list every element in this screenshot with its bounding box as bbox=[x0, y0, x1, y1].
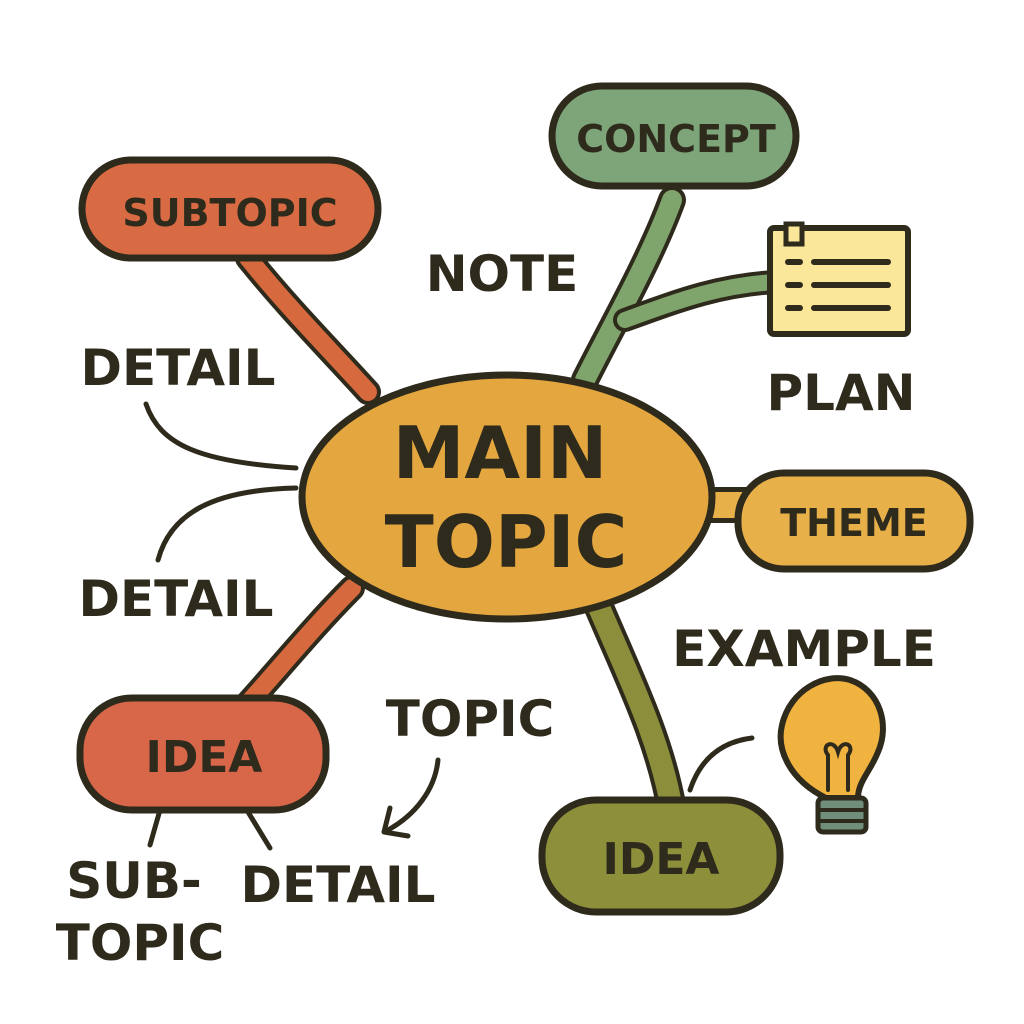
subtopic-label: SUBTOPIC bbox=[122, 191, 337, 235]
concept-label: CONCEPT bbox=[576, 117, 776, 161]
idea-right-node[interactable]: IDEA bbox=[538, 796, 784, 916]
example-label: EXAMPLE bbox=[672, 620, 936, 678]
main-topic-node[interactable]: MAIN TOPIC bbox=[298, 371, 716, 623]
detail-mid-label: DETAIL bbox=[78, 570, 273, 628]
idea-right-label: IDEA bbox=[602, 834, 719, 885]
branch-subtopic-left-leg bbox=[147, 807, 163, 848]
theme-node[interactable]: THEME bbox=[734, 469, 974, 573]
lightbulb-icon bbox=[777, 675, 886, 835]
detail-bottom-label: DETAIL bbox=[240, 856, 435, 914]
idea-left-label: IDEA bbox=[145, 732, 262, 783]
branch-detail-top bbox=[143, 401, 299, 471]
note-list-icon bbox=[767, 221, 911, 337]
idea-left-node[interactable]: IDEA bbox=[76, 694, 330, 814]
subtopic-node[interactable]: SUBTOPIC bbox=[78, 156, 382, 262]
detail-top-label: DETAIL bbox=[80, 339, 275, 397]
note-label: NOTE bbox=[426, 245, 579, 303]
branch-example bbox=[687, 735, 755, 793]
branch-detail-mid bbox=[155, 485, 299, 563]
concept-node[interactable]: CONCEPT bbox=[548, 82, 800, 190]
sub-topic-line2: TOPIC bbox=[56, 914, 225, 972]
plan-label: PLAN bbox=[766, 364, 915, 422]
curved-arrow-icon bbox=[381, 757, 441, 839]
branch-detail-bottom-leg bbox=[245, 809, 273, 851]
main-topic-line2: TOPIC bbox=[385, 500, 628, 584]
main-topic-line1: MAIN bbox=[393, 411, 607, 495]
topic-label: TOPIC bbox=[386, 690, 555, 748]
theme-label: THEME bbox=[780, 501, 927, 545]
sub-topic-line1: SUB- bbox=[66, 852, 201, 910]
